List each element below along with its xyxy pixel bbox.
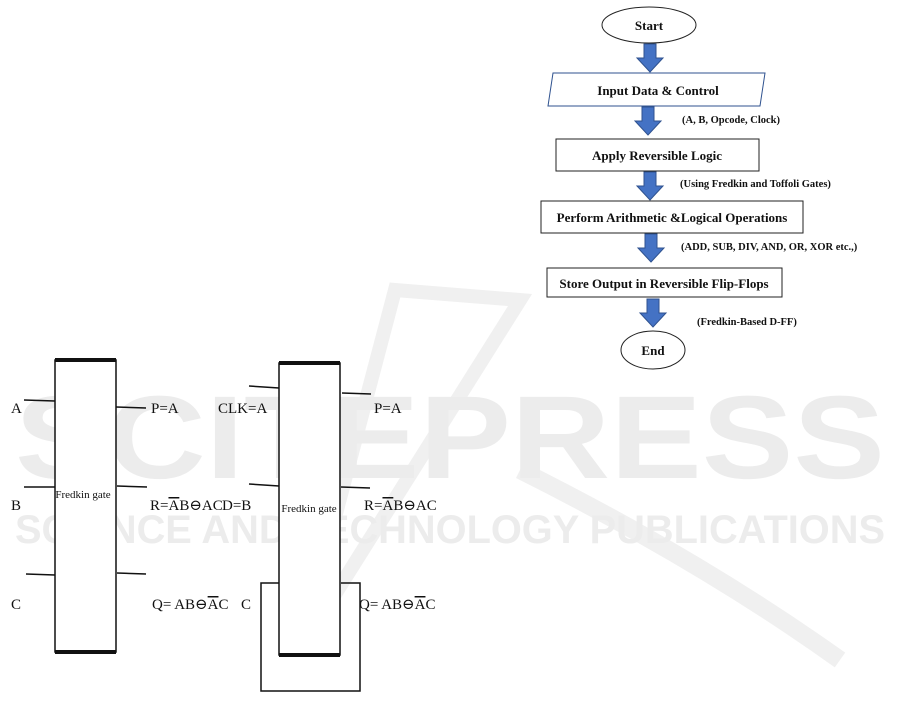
input-b-label: B	[11, 498, 21, 514]
input-label: Input Data & Control	[597, 83, 719, 98]
end-label: End	[641, 343, 665, 358]
start-label: Start	[635, 18, 664, 33]
apply-logic-box	[555, 138, 760, 172]
gate-name: Fredkin gate	[281, 503, 336, 515]
input-c-label: C	[11, 597, 21, 613]
output-q-label: Q= AB⊖AC	[359, 597, 435, 613]
gate-box	[54, 359, 117, 653]
arrow-down-icon	[637, 233, 665, 263]
output-r-label: R=AB⊖AC	[150, 498, 223, 514]
input-c-label: C	[241, 597, 251, 613]
perform-note: (ADD, SUB, DIV, AND, OR, XOR etc.,)	[681, 242, 858, 253]
fredkin-gate-right: Fredkin gate CLK=A D=B C P=A R=AB⊖AC Q= …	[218, 361, 437, 692]
apply-label: Apply Reversible Logic	[592, 148, 722, 163]
arrow-down-icon	[636, 43, 664, 73]
output-p-label: P=A	[374, 401, 402, 417]
watermark-logo	[293, 282, 533, 654]
output-q-label: Q= AB⊖AC	[152, 597, 228, 613]
fredkin-gate-left: Fredkin gate A B C P=A R=AB⊖AC Q= AB⊖AC	[11, 358, 228, 654]
input-d-label: D=B	[222, 498, 251, 514]
start-terminal	[601, 6, 697, 44]
watermark-title: SCITEPRESS	[15, 372, 885, 504]
store-label: Store Output in Reversible Flip-Flops	[559, 276, 768, 291]
end-terminal	[620, 330, 686, 370]
input-a-label: A	[11, 401, 22, 417]
output-p-label: P=A	[151, 401, 179, 417]
feedback-loop	[260, 582, 361, 692]
perform-operations-box	[540, 200, 804, 234]
arrow-down-icon	[636, 171, 664, 201]
input-clk-label: CLK=A	[218, 401, 267, 417]
perform-label: Perform Arithmetic &Logical Operations	[557, 210, 788, 225]
watermark-swoosh	[515, 461, 846, 668]
watermark: SCITEPRESS SCIENCE AND TECHNOLOGY PUBLIC…	[15, 282, 885, 668]
input-parallelogram	[547, 72, 766, 107]
output-r-label: R=AB⊖AC	[364, 498, 437, 514]
store-output-box	[546, 267, 783, 298]
flowchart: Start Input Data & Control (A, B, Opcode…	[540, 6, 858, 370]
arrow-down-icon	[634, 106, 662, 136]
watermark-subtitle: SCIENCE AND TECHNOLOGY PUBLICATIONS	[15, 508, 885, 552]
arrow-down-icon	[639, 298, 667, 328]
apply-note: (Using Fredkin and Toffoli Gates)	[680, 179, 831, 190]
gate-name: Fredkin gate	[55, 489, 110, 501]
store-note: (Fredkin-Based D-FF)	[697, 317, 797, 328]
input-note: (A, B, Opcode, Clock)	[682, 115, 781, 126]
